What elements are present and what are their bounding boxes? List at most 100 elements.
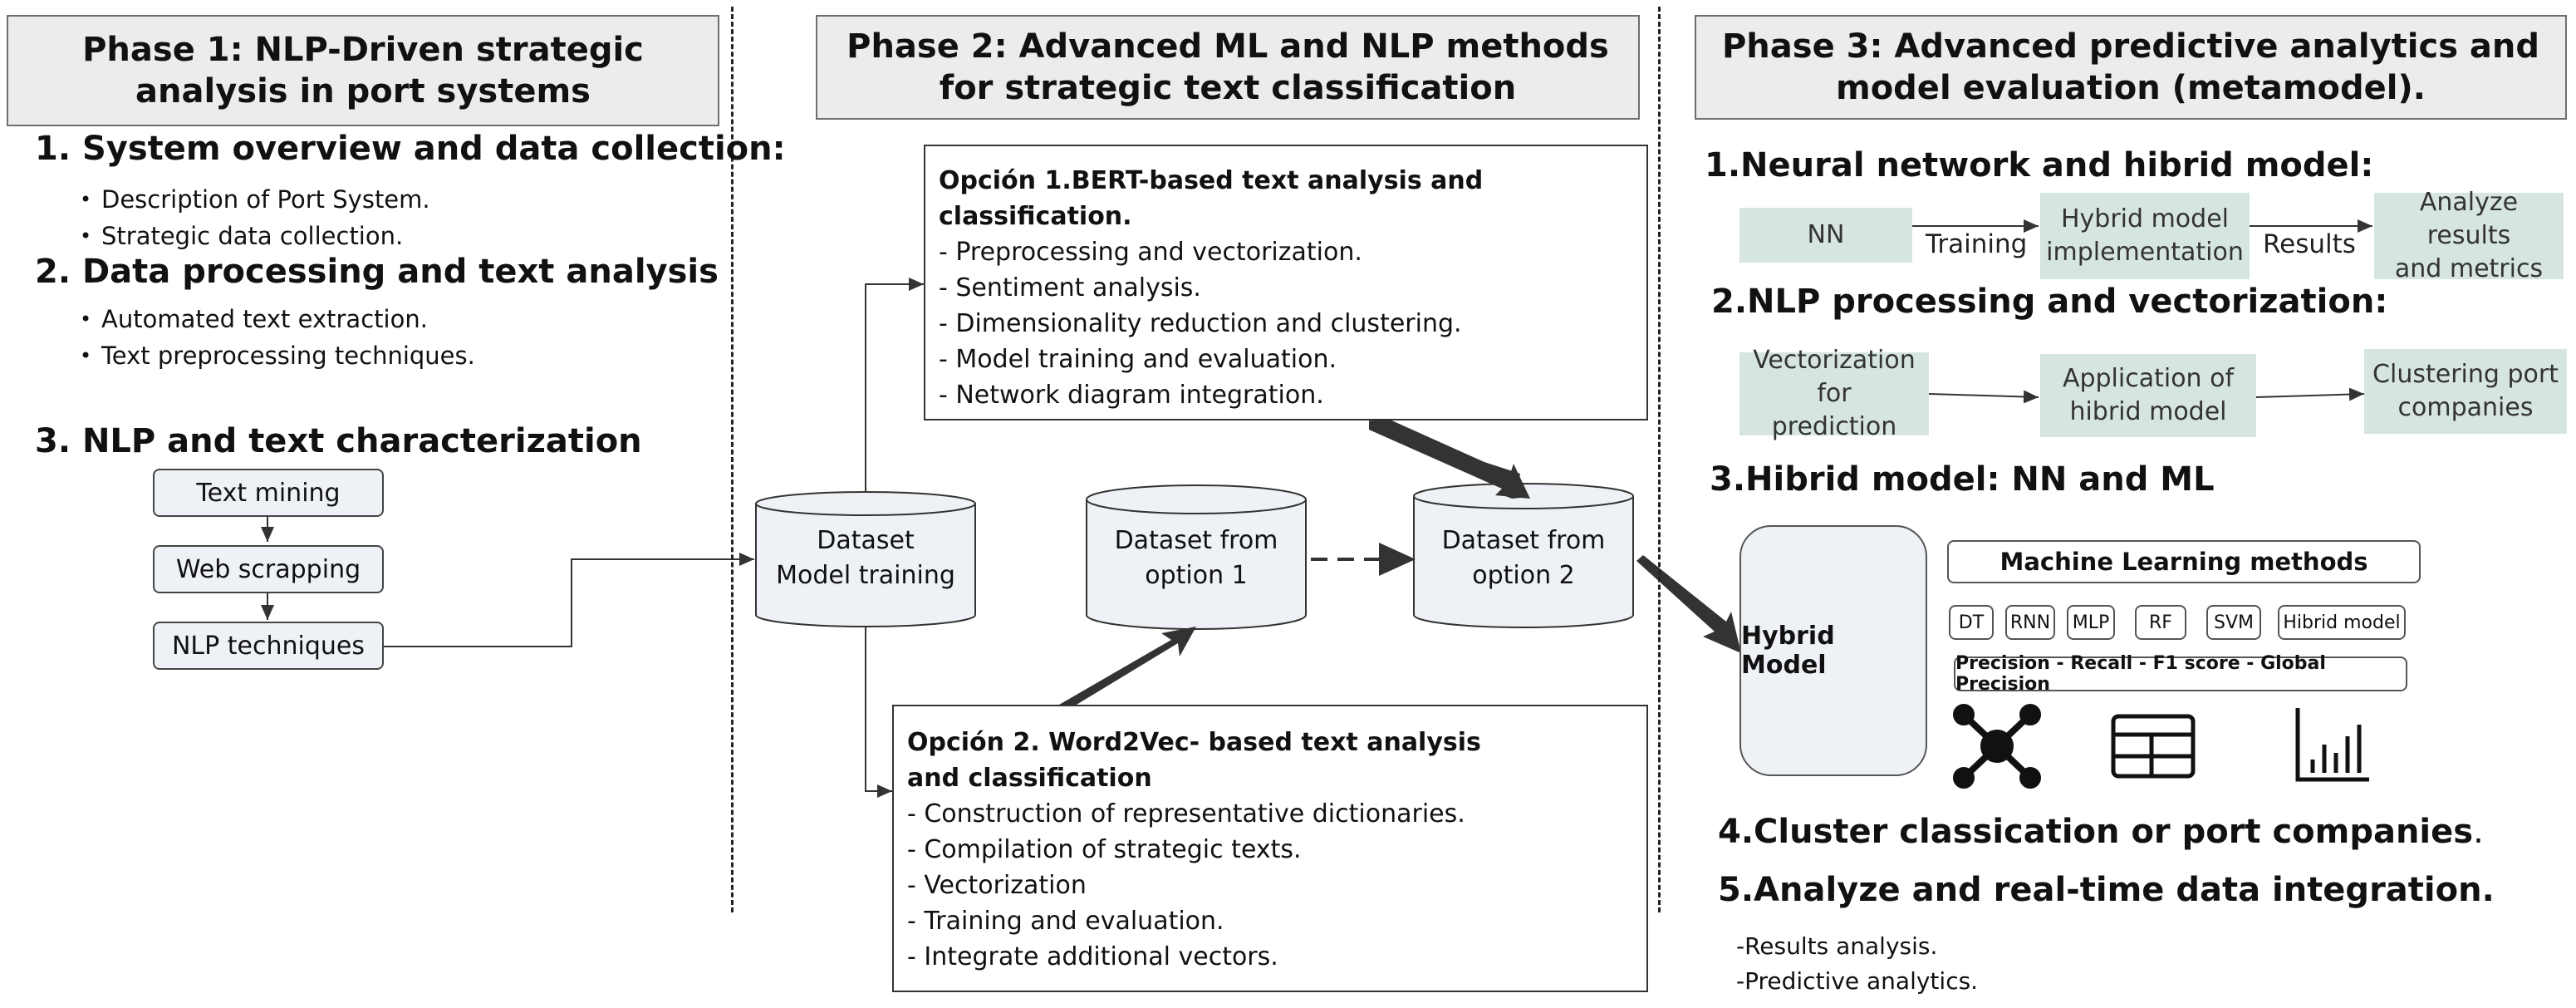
network-icon — [1953, 704, 2041, 789]
ml-methods-title-box: Machine Learning methods — [1947, 540, 2421, 583]
flow-node-line: companies — [2397, 393, 2534, 422]
flow-step-label: Web scrapping — [175, 554, 361, 584]
phase3-section5-title: 5.Analyze and real-time data integration… — [1718, 871, 2495, 909]
ml-methods-title: Machine Learning methods — [1999, 548, 2368, 576]
flow-node-label: NN — [1807, 220, 1845, 249]
table-icon — [2111, 714, 2196, 779]
phase3-header-text: Phase 3: Advanced predictive analytics a… — [1721, 27, 2540, 107]
metrics-label: Precision - Recall - F1 score - Global P… — [1955, 653, 2326, 695]
phase1-header-text: Phase 1: NLP-Driven strategic analysis i… — [82, 31, 644, 111]
flow-arrow-vector-application — [1928, 390, 2039, 404]
ml-chip-rnn: RNN — [2005, 605, 2055, 640]
phase-divider-1 — [731, 7, 734, 912]
ml-chip-label: RF — [2149, 612, 2172, 633]
option2-line: - Integrate additional vectors. — [907, 942, 1278, 971]
flow-label-training: Training — [1926, 229, 2028, 259]
big-arrow-option2-to-opt1 — [1053, 627, 1196, 715]
flow-node-line: and metrics — [2394, 254, 2544, 283]
ml-chip-label: MLP — [2072, 612, 2110, 633]
option1-title: Opción 1.BERT-based text analysis and cl… — [939, 166, 1484, 231]
phase2-header-text: Phase 2: Advanced ML and NLP methods for… — [846, 27, 1609, 107]
option2-line: - Construction of representative diction… — [907, 799, 1465, 829]
flow-step-label: Text mining — [196, 478, 341, 508]
flow-node-line: Hybrid model — [2060, 204, 2229, 234]
phase-divider-2 — [1658, 7, 1661, 912]
option1-line: - Sentiment analysis. — [939, 273, 1201, 302]
hybrid-model-box: Hybrid Model — [1739, 525, 1927, 776]
phase1-section1-title: 1. System overview and data collection: — [35, 130, 786, 168]
big-arrow-opt2-to-hybrid — [1636, 555, 1741, 653]
dataset-opt1-line: option 1 — [1145, 561, 1248, 590]
flow-step-text-mining: Text mining — [153, 469, 384, 517]
phase3-section5-list: -Results analysis. -Predictive analytics… — [1736, 929, 1978, 999]
dataset-training-line: Model training — [776, 561, 955, 590]
list-item: Automated text extraction. — [101, 301, 475, 337]
option1-line: - Model training and evaluation. — [939, 345, 1337, 374]
flow-node-clustering: Clustering port companies — [2364, 349, 2567, 434]
ml-chip-label: SVM — [2214, 612, 2254, 633]
hybrid-model-label: Hybrid Model — [1741, 622, 1835, 680]
list-item: -Predictive analytics. — [1736, 967, 1979, 995]
flow-step-web-scrapping: Web scrapping — [153, 545, 384, 593]
phase3-section1-title: 1.Neural network and hibrid model: — [1705, 146, 2374, 184]
dataset-opt2-line: Dataset from — [1441, 526, 1606, 555]
option1-box: Opción 1.BERT-based text analysis and cl… — [924, 145, 1648, 420]
list-item: Text preprocessing techniques. — [101, 337, 475, 374]
ml-chip-rf: RF — [2135, 605, 2186, 640]
phase3-header: Phase 3: Advanced predictive analytics a… — [1695, 15, 2567, 120]
option1-line: - Preprocessing and vectorization. — [939, 238, 1362, 267]
flow-node-hybrid-implementation: Hybrid model implementation — [2040, 193, 2250, 279]
option1-line: - Dimensionality reduction and clusterin… — [939, 309, 1462, 338]
ml-chip-mlp: MLP — [2067, 605, 2115, 640]
flow-step-label: NLP techniques — [171, 631, 365, 661]
flow-node-line: hibrid model — [2069, 397, 2227, 426]
dataset-training-line: Dataset — [817, 526, 915, 555]
flow-node-line: implementation — [2046, 238, 2244, 267]
connector-nlp-to-dataset — [384, 553, 754, 647]
flow-node-application: Application of hibrid model — [2040, 354, 2256, 437]
phase3-section3-title: 3.Hibrid model: NN and ML — [1710, 460, 2215, 499]
ml-chip-svm: SVM — [2206, 605, 2261, 640]
bar-chart-icon — [2295, 708, 2369, 782]
flow-node-vectorization: Vectorization for prediction — [1739, 346, 1929, 441]
ml-chip-label: Hibrid model — [2283, 612, 2401, 633]
phase3-section4-dot: . — [2473, 813, 2484, 851]
dataset-opt2-line: option 2 — [1472, 561, 1575, 590]
phase2-header: Phase 2: Advanced ML and NLP methods for… — [816, 15, 1640, 120]
dataset-opt2-cylinder — [1413, 483, 1634, 628]
phase3-section4-title: 4.Cluster classication or port companies… — [1718, 813, 2484, 851]
ml-chip-label: RNN — [2009, 612, 2051, 633]
dataset-opt1-cylinder — [1086, 484, 1307, 630]
flow-node-line: Vectorization for — [1753, 346, 1916, 408]
list-item: Strategic data collection. — [101, 218, 430, 254]
flow-node-analyze-results: Analyze results and metrics — [2374, 188, 2564, 283]
dataset-opt2-label: Dataset from option 2 — [1414, 524, 1633, 593]
phase1-section1-list: Description of Port System. Strategic da… — [78, 181, 430, 254]
flow-node-line: Analyze results — [2419, 188, 2519, 250]
option1-line: - Network diagram integration. — [939, 381, 1324, 410]
dataset-opt1-line: Dataset from — [1114, 526, 1278, 555]
dataset-training-label: Dataset Model training — [756, 524, 975, 593]
metrics-box: Precision - Recall - F1 score - Global P… — [1954, 653, 2407, 695]
option2-title: Opción 2. Word2Vec- based text analysis … — [907, 728, 1481, 793]
ml-chip-dt: DT — [1949, 605, 1994, 640]
flow-node-line: Application of — [2062, 364, 2235, 393]
flow-arrow-application-clustering — [2255, 387, 2365, 401]
ml-chip-hibrid-model: Hibrid model — [2278, 605, 2406, 640]
connector-to-option2 — [865, 627, 892, 798]
flow-label-results: Results — [2263, 229, 2356, 259]
option2-line: - Training and evaluation. — [907, 907, 1224, 936]
option2-box: Opción 2. Word2Vec- based text analysis … — [892, 705, 1648, 992]
flow-node-nn: NN — [1739, 208, 1912, 263]
phase1-section3-title: 3. NLP and text characterization — [35, 422, 642, 460]
dataset-opt1-label: Dataset from option 1 — [1087, 524, 1306, 593]
phase3-section4-text: 4.Cluster classication or port companies — [1718, 813, 2474, 851]
phase3-section2-title: 2.NLP processing and vectorization: — [1711, 283, 2388, 321]
phase1-section2-list: Automated text extraction. Text preproce… — [78, 301, 475, 374]
flow-step-nlp-techniques: NLP techniques — [153, 622, 384, 670]
connector-to-option1 — [865, 278, 924, 492]
flow-node-line: prediction — [1771, 412, 1897, 441]
phase1-header: Phase 1: NLP-Driven strategic analysis i… — [7, 15, 719, 126]
list-item: Description of Port System. — [101, 181, 430, 218]
